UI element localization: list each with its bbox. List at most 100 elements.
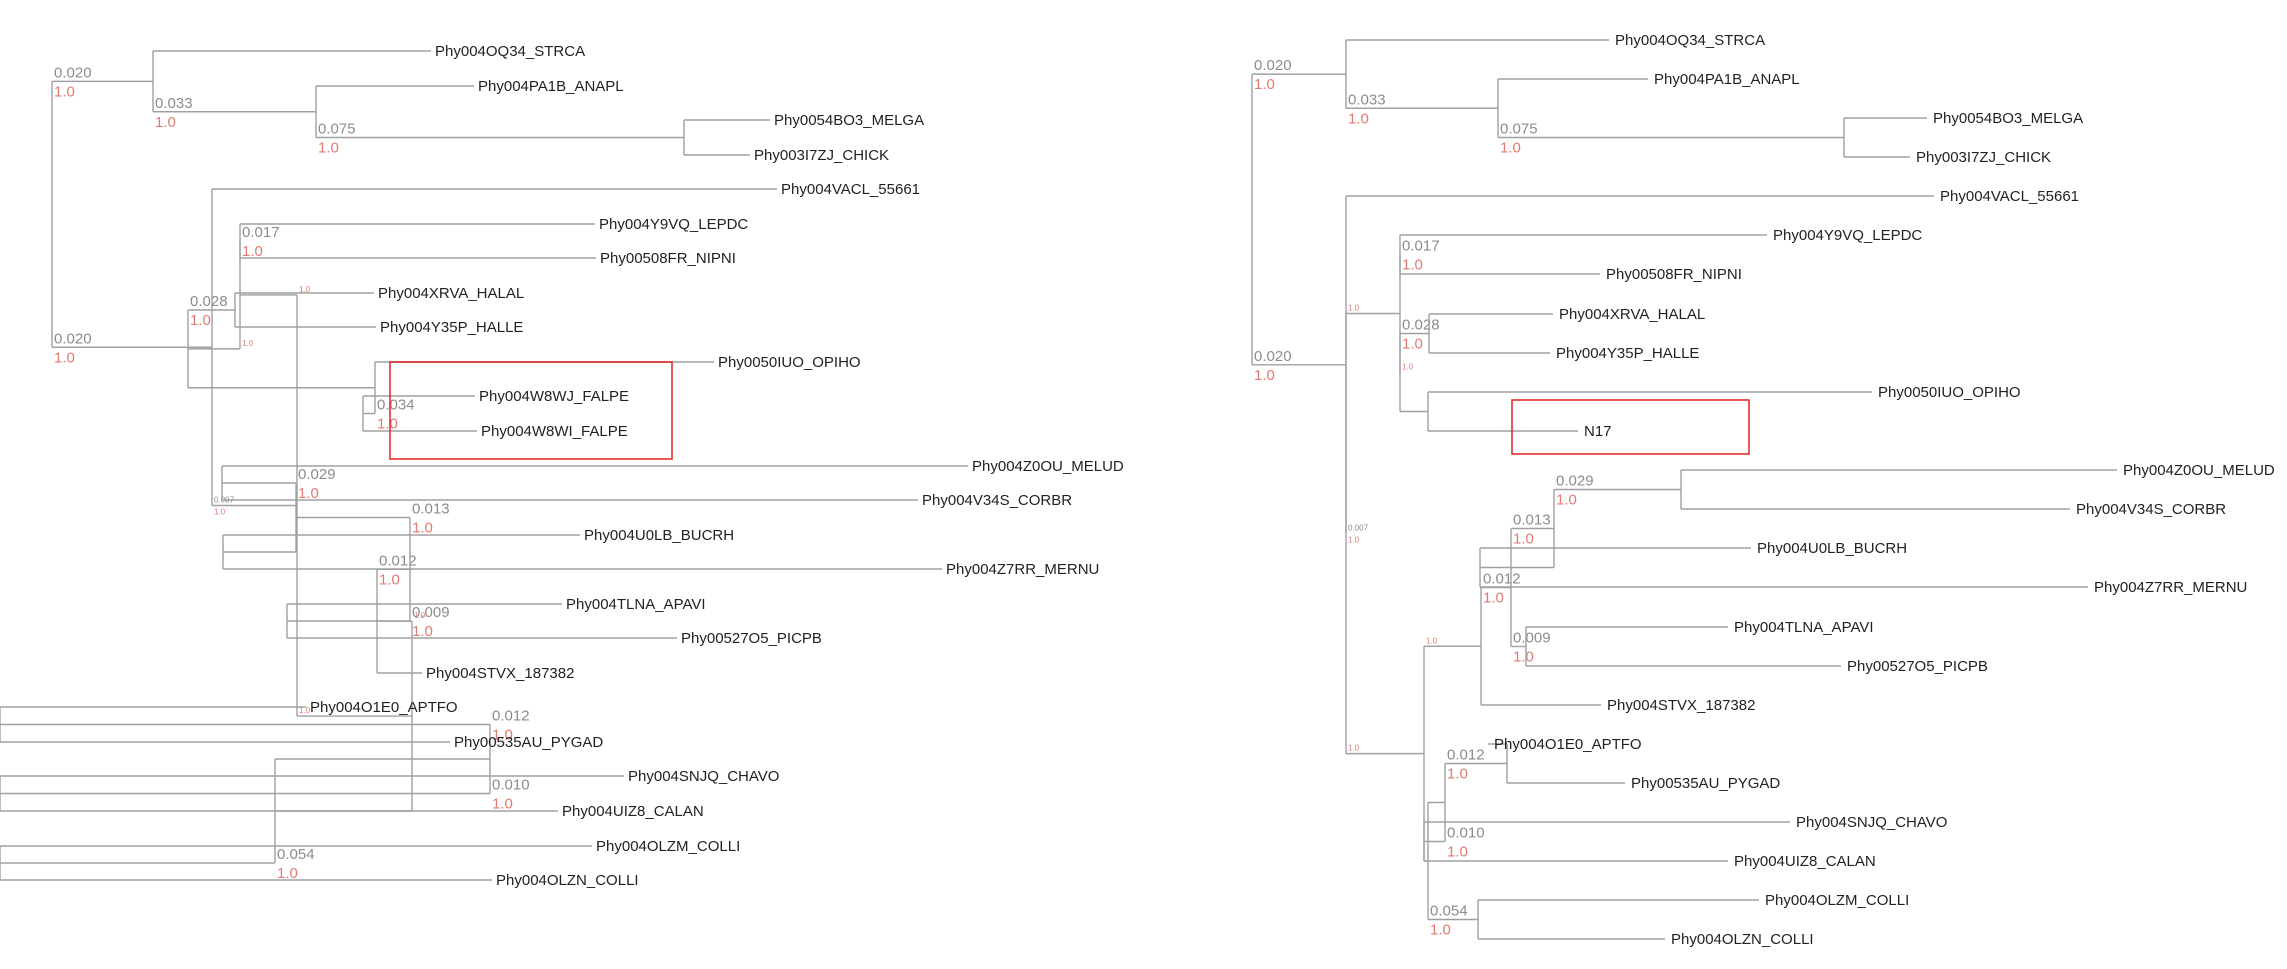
leaf-label-phy004u0lb-bucrh: Phy004U0LB_BUCRH xyxy=(1757,540,1907,557)
branch-length-label: 0.075 xyxy=(318,121,356,138)
leaf-label-phy004vacl-55661: Phy004VACL_55661 xyxy=(1940,188,2079,205)
leaf-label-phy004snjq-chavo: Phy004SNJQ_CHAVO xyxy=(628,768,779,785)
branch-length-label: 0.012 xyxy=(1483,571,1521,588)
branch-length-label: 0.007 xyxy=(1348,524,1369,533)
support-label: 1.0 xyxy=(1402,336,1423,353)
leaf-label-phy0050iuo-opiho: Phy0050IUO_OPIHO xyxy=(718,354,861,371)
branch-length-label: 0.013 xyxy=(412,501,450,518)
support-label: 1.0 xyxy=(299,285,311,294)
branch-length-label: 0.028 xyxy=(190,293,228,310)
leaf-label-phy004v34s-corbr: Phy004V34S_CORBR xyxy=(2076,501,2226,518)
support-label: 1.0 xyxy=(242,243,263,260)
branch-length-label: 0.020 xyxy=(1254,348,1292,365)
branch-length-label: 0.020 xyxy=(1254,57,1292,74)
leaf-label-phy004oq34-strca: Phy004OQ34_STRCA xyxy=(435,43,585,60)
leaf-label-phy004o1e0-aptfo: Phy004O1E0_APTFO xyxy=(310,699,458,716)
leaf-label-phy004uiz8-calan: Phy004UIZ8_CALAN xyxy=(562,803,704,820)
leaf-label-phy004olzn-colli: Phy004OLZN_COLLI xyxy=(496,872,639,889)
leaf-label-phy003i7zj-chick: Phy003I7ZJ_CHICK xyxy=(1916,149,2051,166)
leaf-label-phy004z7rr-mernu: Phy004Z7RR_MERNU xyxy=(946,561,1099,578)
branch-length-label: 0.029 xyxy=(1556,473,1594,490)
leaf-label-phy004stvx-187382: Phy004STVX_187382 xyxy=(426,665,574,682)
support-label: 1.0 xyxy=(492,727,513,744)
branch-length-label: 0.054 xyxy=(277,846,315,863)
support-label: 1.0 xyxy=(1500,140,1521,157)
leaf-label-phy00508fr-nipni: Phy00508FR_NIPNI xyxy=(1606,266,1742,283)
leaf-label-phy004olzm-colli: Phy004OLZM_COLLI xyxy=(596,838,740,855)
support-label: 1.0 xyxy=(1513,531,1534,548)
support-label: 1.0 xyxy=(1483,590,1504,607)
support-label: 1.0 xyxy=(1430,922,1451,939)
leaf-label-phy0054bo3-melga: Phy0054BO3_MELGA xyxy=(774,112,924,129)
leaf-label-phy004xrva-halal: Phy004XRVA_HALAL xyxy=(378,285,524,302)
right-tree: 0.020 1.0 Phy004OQ34_STRCA 0.033 1.0 Phy004PA… xyxy=(1251,32,2275,948)
support-label: 1.0 xyxy=(1513,649,1534,666)
leaf-label-phy004y35p-halle: Phy004Y35P_HALLE xyxy=(1556,345,1699,362)
leaf-label-phy004v34s-corbr: Phy004V34S_CORBR xyxy=(922,492,1072,509)
leaf-label-phy004uiz8-calan: Phy004UIZ8_CALAN xyxy=(1734,853,1876,870)
leaf-label-phy004oq34-strca: Phy004OQ34_STRCA xyxy=(1615,32,1765,49)
leaf-label-phy004tlna-apavi: Phy004TLNA_APAVI xyxy=(566,596,706,613)
support-label: 1.0 xyxy=(1426,636,1438,645)
support-label: 1.0 xyxy=(412,623,433,640)
leaf-label-n17: N17 xyxy=(1584,423,1612,440)
branch-length-label: 0.075 xyxy=(1500,121,1538,138)
leaf-label-phy00527o5-picpb: Phy00527O5_PICPB xyxy=(681,630,822,647)
branch-length-label: 0.010 xyxy=(1447,825,1485,842)
support-label: 1.0 xyxy=(1556,492,1577,509)
leaf-label-phy004z0ou-melud: Phy004Z0OU_MELUD xyxy=(972,458,1124,475)
leaf-label-phy0054bo3-melga: Phy0054BO3_MELGA xyxy=(1933,110,2083,127)
support-label: 1.0 xyxy=(1254,367,1275,384)
leaf-label-phy00527o5-picpb: Phy00527O5_PICPB xyxy=(1847,658,1988,675)
left-tree: 0.020 1.0 Phy004OQ34_STRCA 0.033 1.0 Phy004PA… xyxy=(0,43,1124,889)
branch-length-label: 0.028 xyxy=(1402,317,1440,334)
branch-length-label: 0.033 xyxy=(155,95,193,112)
leaf-label-phy004pa1b-anapl: Phy004PA1B_ANAPL xyxy=(1654,71,1800,88)
leaf-label-phy004y9vq-lepdc: Phy004Y9VQ_LEPDC xyxy=(1773,227,1922,244)
support-label: 1.0 xyxy=(1447,766,1468,783)
highlight-box xyxy=(1511,399,1750,455)
leaf-label-phy004tlna-apavi: Phy004TLNA_APAVI xyxy=(1734,619,1874,636)
leaf-label-phy004snjq-chavo: Phy004SNJQ_CHAVO xyxy=(1796,814,1947,831)
branch-length-label: 0.020 xyxy=(54,330,92,347)
leaf-label-phy004olzm-colli: Phy004OLZM_COLLI xyxy=(1765,892,1909,909)
support-label: 1.0 xyxy=(1348,304,1360,313)
support-label: 1.0 xyxy=(298,485,319,502)
branch-length-label: 0.017 xyxy=(1402,238,1440,255)
support-label: 1.0 xyxy=(414,611,426,620)
branch-length-label: 0.012 xyxy=(1447,747,1485,764)
support-label: 1.0 xyxy=(1348,744,1360,753)
support-label: 1.0 xyxy=(54,349,75,366)
support-label: 1.0 xyxy=(299,706,311,715)
branch-length-label: 0.029 xyxy=(298,466,336,483)
support-label: 1.0 xyxy=(1447,844,1468,861)
branch-length-label: 0.013 xyxy=(1513,512,1551,529)
support-label: 1.0 xyxy=(377,416,398,433)
support-label: 1.0 xyxy=(1348,110,1369,127)
branch-length-label: 0.009 xyxy=(1513,630,1551,647)
support-label: 1.0 xyxy=(242,339,254,348)
support-label: 1.0 xyxy=(214,508,226,517)
leaf-label-phy00508fr-nipni: Phy00508FR_NIPNI xyxy=(600,250,736,267)
leaf-label-phy004w8wi-falpe: Phy004W8WI_FALPE xyxy=(481,423,628,440)
support-label: 1.0 xyxy=(1402,363,1414,372)
leaf-label-phy004u0lb-bucrh: Phy004U0LB_BUCRH xyxy=(584,527,734,544)
support-label: 1.0 xyxy=(492,796,513,813)
support-label: 1.0 xyxy=(412,520,433,537)
support-label: 1.0 xyxy=(155,114,176,131)
leaf-label-phy004stvx-187382: Phy004STVX_187382 xyxy=(1607,697,1755,714)
leaf-label-phy003i7zj-chick: Phy003I7ZJ_CHICK xyxy=(754,147,889,164)
branch-length-label: 0.034 xyxy=(377,397,415,414)
branch-length-label: 0.020 xyxy=(54,64,92,81)
leaf-label-phy004z7rr-mernu: Phy004Z7RR_MERNU xyxy=(2094,579,2247,596)
leaf-label-phy004vacl-55661: Phy004VACL_55661 xyxy=(781,181,920,198)
leaf-label-phy004xrva-halal: Phy004XRVA_HALAL xyxy=(1559,306,1705,323)
branch-length-label: 0.033 xyxy=(1348,91,1386,108)
leaf-label-phy004pa1b-anapl: Phy004PA1B_ANAPL xyxy=(478,78,624,95)
leaf-label-phy00535au-pygad: Phy00535AU_PYGAD xyxy=(454,734,603,751)
support-label: 1.0 xyxy=(1402,257,1423,274)
support-label: 1.0 xyxy=(277,865,298,882)
leaf-label-phy004y35p-halle: Phy004Y35P_HALLE xyxy=(380,319,523,336)
branch-length-label: 0.012 xyxy=(492,708,530,725)
